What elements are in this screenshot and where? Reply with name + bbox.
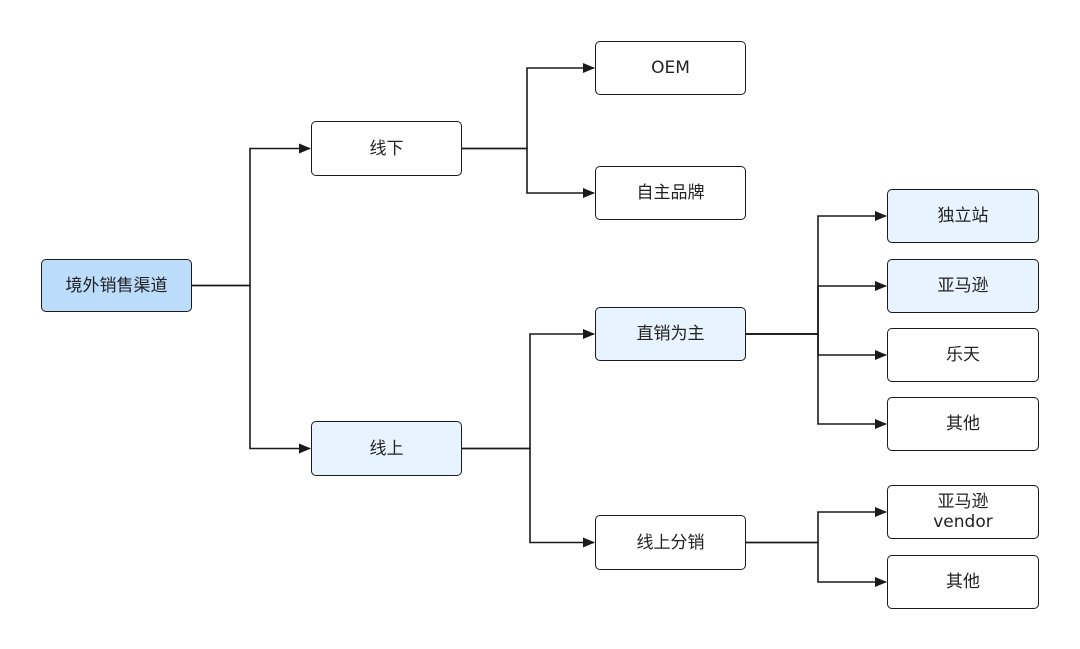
node-label-line-1: 亚马逊 [937, 492, 989, 512]
node-rakuten: 乐天 [887, 328, 1039, 382]
node-label: 线上分销 [636, 532, 705, 553]
node-label: 其他 [946, 572, 980, 592]
node-label: OEM [651, 58, 690, 78]
node-label: 线下 [369, 138, 404, 159]
node-amazon: 亚马逊 [887, 259, 1039, 313]
node-amazon-vendor: 亚马逊 vendor [887, 485, 1039, 539]
node-online-distribution: 线上分销 [595, 515, 746, 570]
node-label: 其他 [946, 414, 980, 434]
node-direct-sales: 直销为主 [595, 307, 746, 361]
edge-direct-to-indep_site [746, 211, 887, 335]
node-label: 独立站 [937, 206, 989, 226]
node-independent-site: 独立站 [887, 189, 1039, 243]
node-other-distribution: 其他 [887, 555, 1039, 609]
node-other-direct: 其他 [887, 397, 1039, 451]
edge-offline-to-oem [462, 63, 595, 150]
node-label: 自主品牌 [636, 183, 705, 203]
node-label: 直销为主 [636, 324, 705, 344]
edge-direct-to-amazon [746, 281, 887, 335]
node-label: 乐天 [946, 345, 980, 365]
node-oem: OEM [595, 41, 746, 95]
node-own-brand: 自主品牌 [595, 166, 746, 220]
edge-direct-to-rakuten [746, 333, 887, 360]
edge-online-to-online_dist [462, 447, 595, 548]
edge-direct-to-other1 [746, 333, 887, 429]
node-label: 线上 [369, 438, 404, 459]
node-label: 亚马逊 [937, 276, 989, 296]
edge-online_dist-to-amazon_vendor [746, 507, 887, 544]
edge-offline-to-own_brand [462, 147, 595, 198]
node-offline: 线下 [311, 121, 462, 176]
edge-online-to-direct [462, 329, 595, 450]
node-label-line-2: vendor [933, 512, 993, 532]
node-label: 境外销售渠道 [65, 275, 168, 296]
edge-online_dist-to-other2 [746, 541, 887, 587]
node-online: 线上 [311, 421, 462, 476]
edge-root-to-offline [192, 143, 311, 287]
edge-root-to-online [192, 284, 311, 454]
node-root-overseas-sales-channels: 境外销售渠道 [41, 259, 192, 312]
